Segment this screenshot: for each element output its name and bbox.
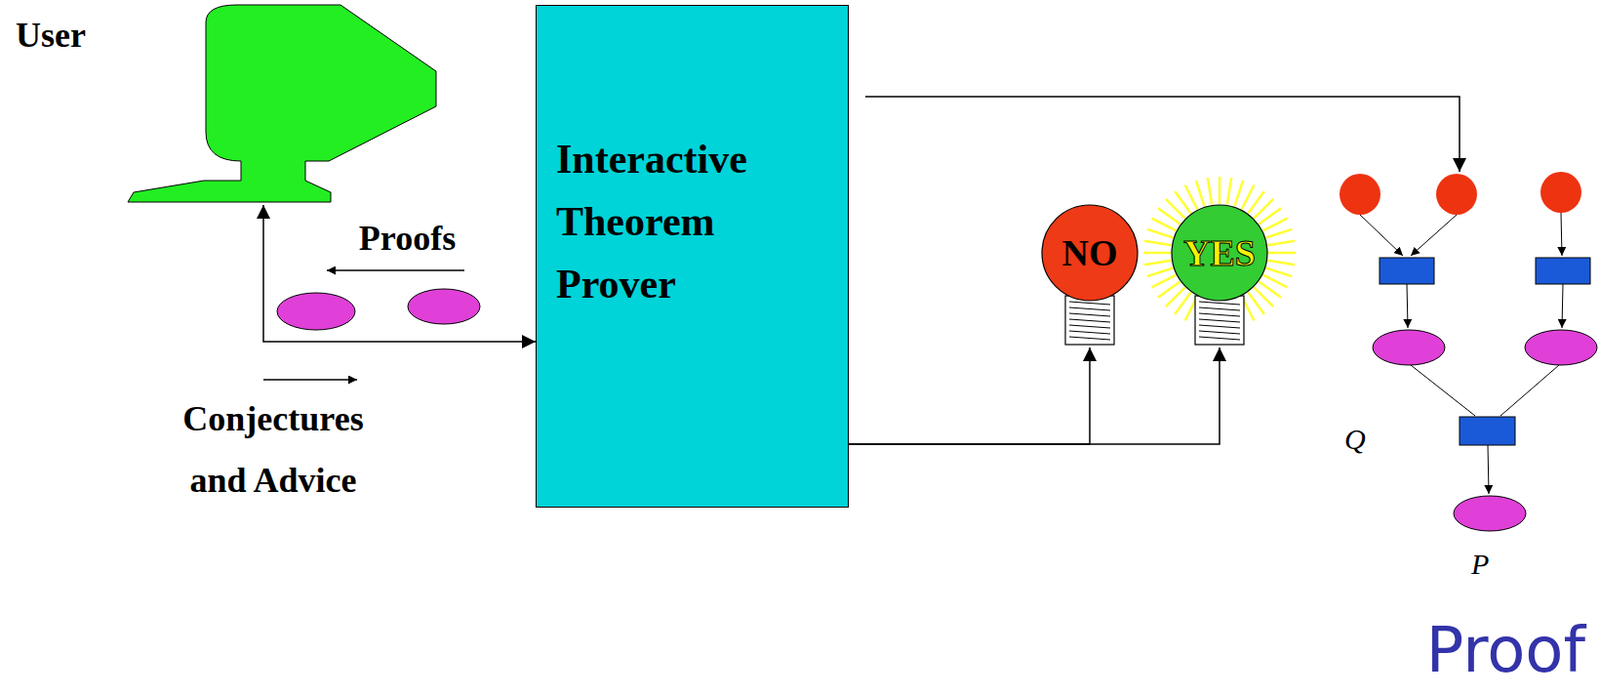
tree-arrow xyxy=(1406,283,1408,328)
tree-label: Q xyxy=(1344,421,1374,457)
flow-label: Conjectures and Advice xyxy=(156,388,391,512)
glow-ray xyxy=(1207,177,1212,205)
flow-label: Proofs xyxy=(351,216,464,260)
bulb-glass xyxy=(1041,204,1138,301)
lemma-ellipse xyxy=(1372,329,1445,365)
bulb-socket xyxy=(1195,295,1244,345)
rule-box xyxy=(1379,257,1435,284)
glow-ray xyxy=(1152,218,1177,232)
socket-thread xyxy=(1199,313,1240,317)
bulb-text-holder: NO xyxy=(1040,203,1140,302)
direction-arrow xyxy=(326,269,465,272)
proof-token xyxy=(277,292,356,330)
socket-thread xyxy=(1069,307,1111,311)
node-label: User xyxy=(15,13,86,57)
socket-thread xyxy=(1199,319,1240,322)
glow-ray xyxy=(1266,229,1293,239)
bulb-socket xyxy=(1065,295,1115,345)
glow-ray xyxy=(1196,180,1205,207)
tree-arrow xyxy=(1561,283,1563,328)
connector xyxy=(848,347,1090,444)
yes-bulb: YES xyxy=(1169,203,1270,348)
proof-token xyxy=(407,288,480,324)
glow-ray xyxy=(1147,267,1174,277)
glow-ray xyxy=(1258,207,1281,224)
tree-arrow xyxy=(1410,364,1476,416)
axiom-dot xyxy=(1436,173,1478,215)
tree-arrow xyxy=(1560,212,1562,256)
socket-thread xyxy=(1069,301,1111,305)
bulb-shape xyxy=(1040,203,1140,348)
proof-caption: Proof xyxy=(1360,610,1586,689)
glow-ray xyxy=(1174,191,1191,214)
bulb-text-holder: YES xyxy=(1169,203,1270,302)
socket-thread xyxy=(1069,336,1111,340)
glow-ray xyxy=(1152,275,1177,288)
terminal-outline xyxy=(127,4,437,202)
no-bulb: NO xyxy=(1040,203,1140,348)
glow-ray xyxy=(1144,240,1172,245)
user-terminal: User xyxy=(9,4,435,205)
glow-ray xyxy=(1267,240,1295,245)
connector xyxy=(263,204,536,342)
glow-ray xyxy=(1185,185,1199,210)
socket-thread xyxy=(1199,307,1240,311)
bulb-label: NO xyxy=(1062,231,1119,275)
direction-arrow xyxy=(263,378,358,381)
connector xyxy=(848,347,1220,444)
tree-label: P xyxy=(1471,546,1501,582)
process-box: Interactive Theorem Prover xyxy=(535,4,849,508)
socket-thread xyxy=(1199,324,1240,328)
rule-box xyxy=(1459,416,1516,445)
tree-arrow xyxy=(1500,364,1560,416)
bulb-glass xyxy=(1171,204,1268,301)
glow-ray xyxy=(1234,180,1243,207)
glow-ray xyxy=(1147,229,1174,239)
glow-ray xyxy=(1144,260,1172,265)
socket-thread xyxy=(1199,301,1240,305)
node-label: Interactive Theorem Prover xyxy=(556,127,820,316)
socket-thread xyxy=(1199,330,1240,334)
socket-thread xyxy=(1069,313,1111,317)
rule-box xyxy=(1535,257,1591,284)
socket-thread xyxy=(1069,319,1111,322)
theorem-ellipse xyxy=(1453,495,1526,531)
glow-ray xyxy=(1158,280,1181,297)
glow-ray xyxy=(1263,275,1288,288)
output-wire xyxy=(865,96,1460,172)
glow-ray xyxy=(1247,291,1264,315)
bulb-label: YES xyxy=(1183,231,1256,275)
glow-ray xyxy=(1268,251,1296,255)
tree-arrow xyxy=(1410,214,1457,256)
socket-thread xyxy=(1069,324,1111,328)
bulb-shape xyxy=(1169,203,1270,348)
glow-ray xyxy=(1227,177,1232,205)
glow-ray xyxy=(1241,185,1255,210)
proof-tree xyxy=(1339,171,1598,531)
glow-ray xyxy=(1218,176,1222,204)
socket-thread xyxy=(1199,336,1240,340)
glow-ray xyxy=(1143,251,1171,255)
glow-ray xyxy=(1263,218,1288,232)
tree-arrow xyxy=(1487,444,1489,494)
socket-thread xyxy=(1069,330,1111,334)
axiom-dot xyxy=(1540,171,1582,213)
axiom-dot xyxy=(1339,173,1381,215)
tree-arrow xyxy=(1360,214,1403,256)
glow-ray xyxy=(1267,260,1295,265)
lemma-ellipse xyxy=(1524,329,1598,365)
glow-ray xyxy=(1266,267,1293,277)
